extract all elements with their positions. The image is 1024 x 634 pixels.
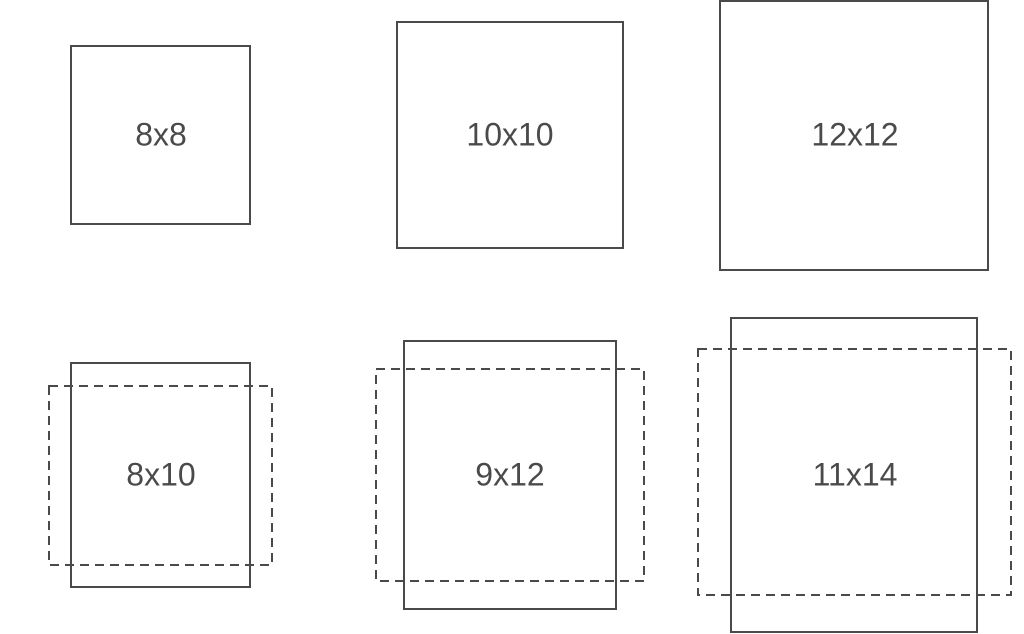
landscape-frame-8x10 [48,385,273,566]
portrait-frame-9x12 [403,340,617,610]
square-size-10x10: 10x10 [396,21,624,249]
portrait-frame-11x14 [730,317,978,633]
square-size-8x8: 8x8 [70,45,251,225]
frame-12x12 [719,0,989,271]
size-label-11x14: 11x14 [813,456,898,492]
rectangular-size-9x12: 9x12 [375,340,645,610]
rectangular-size-11x14: 11x14 [697,317,1012,633]
rectangular-size-8x10: 8x10 [48,362,273,588]
square-size-12x12: 12x12 [719,0,989,271]
size-label-10x10: 10x10 [466,116,553,152]
portrait-frame-8x10 [70,362,251,588]
size-label-8x10: 8x10 [126,456,195,492]
frame-8x8 [70,45,251,225]
frame-10x10 [396,21,624,249]
size-label-9x12: 9x12 [475,456,544,492]
size-label-12x12: 12x12 [811,116,898,152]
size-label-8x8: 8x8 [135,116,187,152]
landscape-frame-11x14 [697,348,1012,596]
